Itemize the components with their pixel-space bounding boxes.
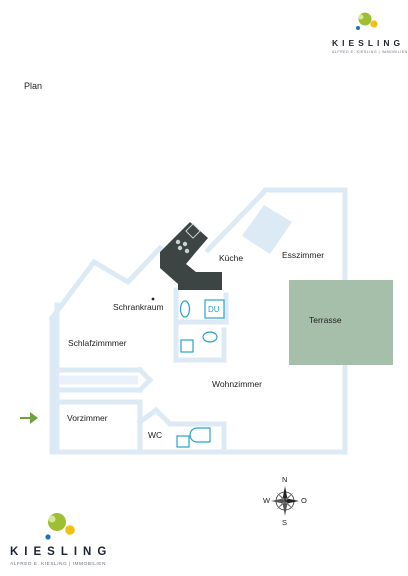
logo-mark-icon [45,513,75,540]
room-esszimmer: Esszimmer [282,250,325,260]
fixtures [176,299,225,448]
shower-icon [204,299,225,319]
sink-icon [185,223,201,239]
logo-mark-icon [356,12,378,30]
room-wohnzimmer: Wohnzimmer [212,379,262,389]
schrankraum-marker-icon [151,297,155,301]
brand-logo-bottom: KIESLING ALFRED E. KIESLING | IMMOBILIEN [8,510,112,574]
compass-north: N [282,475,288,484]
room-terrasse: Terrasse [309,315,342,325]
terrace-area [289,280,393,365]
compass-star-icon [271,486,299,516]
compass-west: W [263,496,271,505]
compass-rose: N S W O [260,473,314,529]
window-area [242,205,292,254]
room-vorzimmer: Vorzimmer [67,413,108,423]
room-schlafzimmer: Schlafzimmmer [68,338,127,348]
brand-name: KIESLING [332,38,405,48]
compass-south: S [282,518,288,527]
brand-name: KIESLING [10,546,113,558]
stove-icon [175,239,190,254]
room-kueche: Küche [219,253,244,263]
washbasin-icon [202,331,218,343]
compass-east: O [301,496,307,505]
brand-tagline: ALFRED E. KIESLING | IMMOBILIEN [10,562,106,567]
room-wc: WC [148,430,163,440]
brand-tagline: ALFRED E. KIESLING | IMMOBILIEN [332,50,408,54]
sink-du-icon [179,300,191,318]
room-du: DU [208,305,220,314]
toilet-icon [189,427,211,443]
room-schrankraum: Schrankraum [113,302,164,312]
page-title: Plan [24,81,43,91]
entrance-arrow-icon [20,412,38,424]
walls [48,187,348,455]
brand-logo-top: KIESLING ALFRED E. KIESLING | IMMOBILIEN [330,10,407,54]
washing-machine-icon [180,339,194,353]
kitchen-counter [160,222,222,290]
wc-sink-icon [176,435,190,448]
